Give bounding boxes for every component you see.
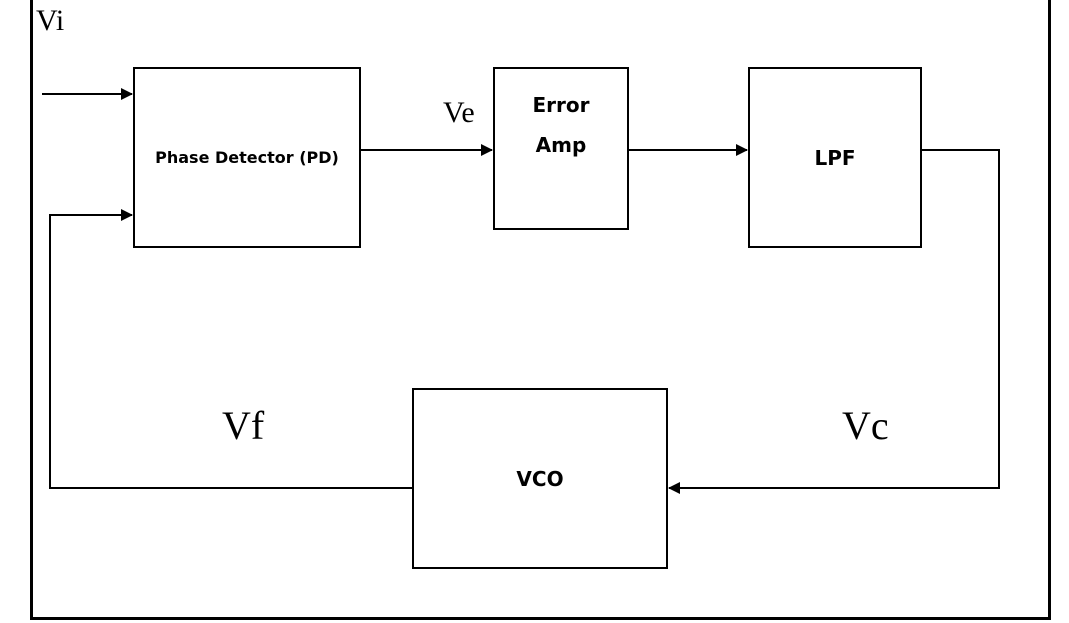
error-amp-block: Error Amp xyxy=(493,67,629,230)
phase-detector-block: Phase Detector (PD) xyxy=(133,67,361,248)
lpf-label: LPF xyxy=(814,145,856,170)
lpf-block: LPF xyxy=(748,67,922,248)
signal-label-vi: Vi xyxy=(36,4,65,37)
signal-label-ve: Ve xyxy=(443,96,475,129)
diagram-frame xyxy=(30,0,1051,620)
error-amp-label: Error Amp xyxy=(532,93,590,157)
signal-label-vc: Vc xyxy=(842,403,889,448)
vco-block: VCO xyxy=(412,388,668,569)
wire-vco-to-pd xyxy=(49,209,412,489)
signal-label-vf: Vf xyxy=(222,403,265,448)
wire-lpf-to-vco xyxy=(668,149,1000,494)
phase-detector-label: Phase Detector (PD) xyxy=(155,148,339,167)
vco-label: VCO xyxy=(516,466,564,491)
